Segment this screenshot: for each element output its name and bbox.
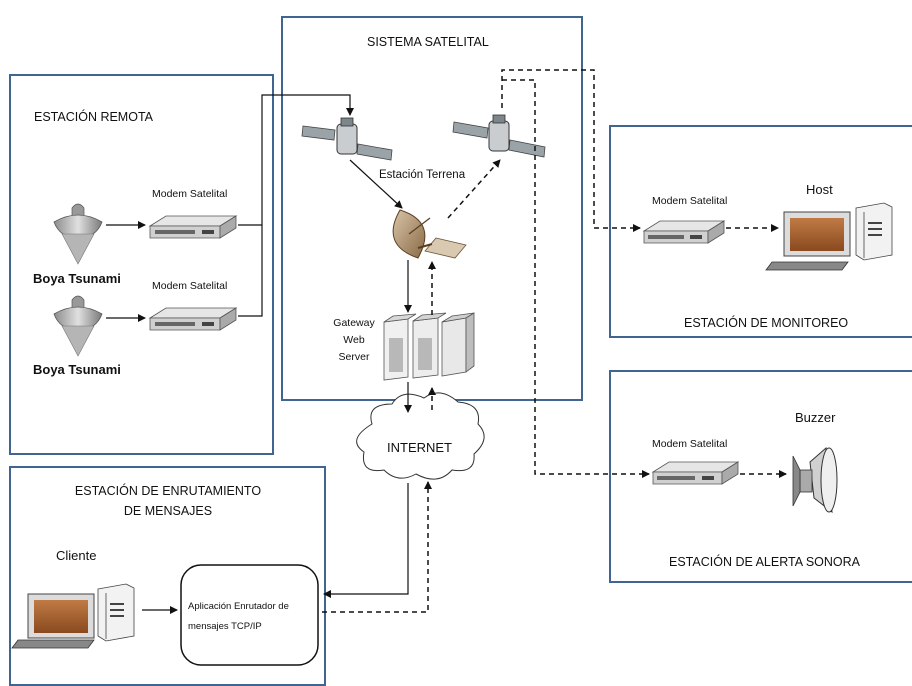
router-app-box — [180, 564, 319, 666]
box-estacion-alerta — [609, 370, 912, 583]
satellite-icon — [301, 117, 393, 161]
section-title-line: ESTACIÓN DE ENRUTAMIENTO — [74, 484, 262, 498]
section-title-line: DE MENSAJES — [123, 504, 213, 518]
section-title-estacion-remota: ESTACIÓN REMOTA — [34, 110, 153, 124]
modem-icon — [642, 220, 726, 244]
buzzer-speaker-icon — [792, 446, 838, 514]
solid-links — [106, 94, 412, 614]
host-label: Host — [806, 182, 833, 197]
modem-label: Modem Satelital — [652, 438, 728, 450]
router-app-label: Aplicación Enrutador de mensajes TCP/IP — [188, 597, 289, 637]
internet-cloud-icon — [356, 392, 485, 480]
box-estacion-monitoreo — [609, 125, 912, 338]
section-title-sistema-satelital: SISTEMA SATELITAL — [367, 35, 489, 49]
buoy-label: Boya Tsunami — [33, 362, 121, 377]
satellite-dish-icon — [392, 209, 467, 259]
modem-icon — [148, 307, 238, 331]
client-label: Cliente — [56, 548, 97, 563]
section-title-estacion-alerta: ESTACIÓN DE ALERTA SONORA — [669, 555, 861, 569]
box-estacion-remota — [9, 74, 274, 455]
modem-icon — [148, 215, 238, 239]
modem-label: Modem Satelital — [152, 280, 228, 292]
buoy-label: Boya Tsunami — [33, 271, 121, 286]
gateway-web-server-label: Gateway Web Server — [324, 315, 384, 366]
gateway-line: Server — [338, 351, 370, 363]
section-title-estacion-enrutamiento: ESTACIÓN DE ENRUTAMIENTO DE MENSAJES — [58, 481, 278, 521]
router-app-line: Aplicación Enrutador de — [188, 601, 289, 612]
client-computer-icon — [11, 583, 135, 649]
buoy-icon — [53, 295, 103, 357]
section-title-estacion-monitoreo: ESTACIÓN DE MONITOREO — [684, 316, 849, 330]
server-rack-icon — [383, 312, 475, 381]
buzzer-label: Buzzer — [795, 410, 836, 425]
ground-station-label: Estación Terrena — [379, 169, 466, 181]
dashed-links — [322, 69, 787, 613]
modem-label: Modem Satelital — [652, 195, 728, 207]
buoy-icon — [53, 203, 103, 265]
host-computer-icon — [765, 202, 893, 271]
gateway-line: Web — [343, 334, 365, 346]
router-app-line: mensajes TCP/IP — [188, 621, 262, 632]
modem-label: Modem Satelital — [152, 188, 228, 200]
satellite-icon — [452, 114, 546, 158]
gateway-line: Gateway — [333, 317, 375, 329]
internet-label: INTERNET — [387, 440, 452, 455]
modem-icon — [651, 461, 740, 485]
